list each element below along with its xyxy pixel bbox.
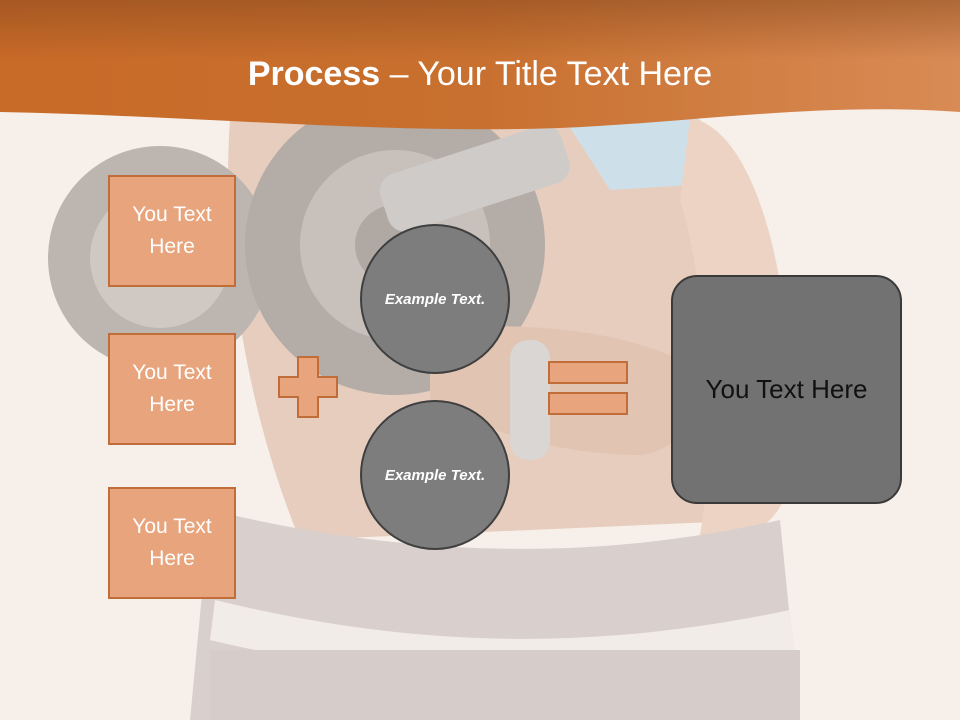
result-box: You Text Here xyxy=(671,275,902,504)
slide-title: Process – Your Title Text Here xyxy=(0,52,960,96)
left-box-2: You Text Here xyxy=(108,333,236,445)
title-rest: – Your Title Text Here xyxy=(380,55,713,93)
title-bold: Process xyxy=(247,55,381,93)
example-circle-1: Example Text. xyxy=(360,224,510,374)
equals-icon xyxy=(548,361,628,415)
left-box-1: You Text Here xyxy=(108,175,236,287)
header-banner xyxy=(0,0,960,130)
example-circle-2: Example Text. xyxy=(360,400,510,550)
plus-icon xyxy=(278,356,338,418)
left-box-3: You Text Here xyxy=(108,487,236,599)
